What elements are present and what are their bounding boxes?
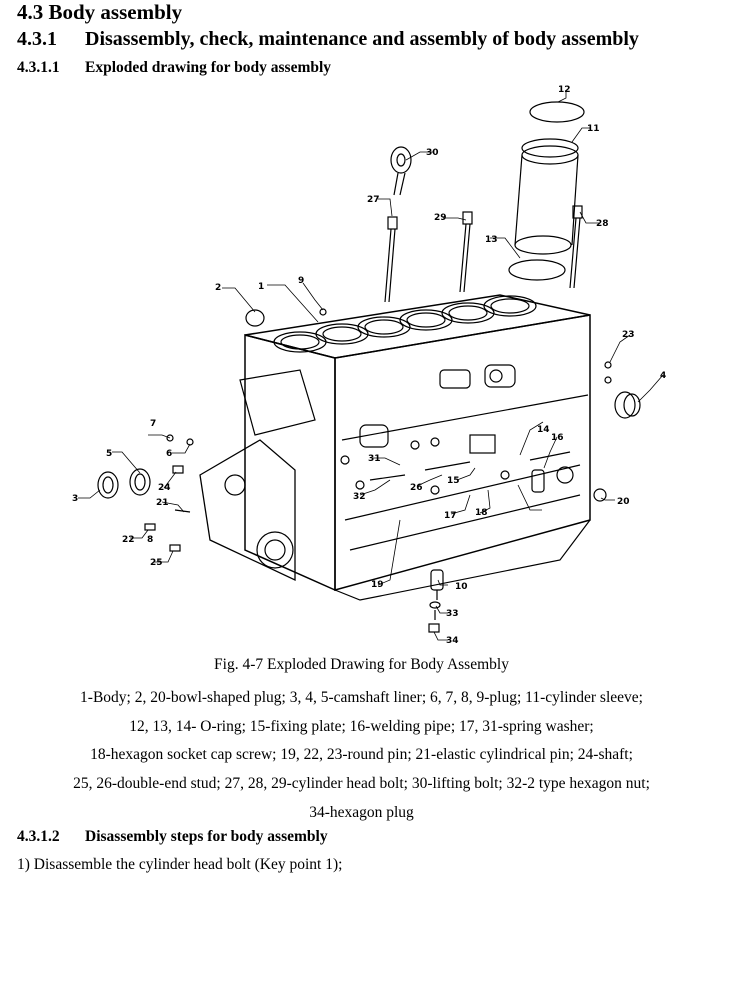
welding-pipe [531, 469, 545, 493]
callout-7: 7 [150, 419, 156, 429]
callout-3: 3 [72, 494, 78, 504]
legend-line: 1-Body; 2, 20-bowl-shaped plug; 3, 4, 5-… [80, 689, 643, 706]
cylinder-sleeve [514, 138, 579, 255]
callout-21: 21 [156, 498, 169, 508]
callout-15: 15 [447, 476, 460, 486]
exploded-drawing-figure: 1 2 3 4 5 6 7 8 9 10 11 12 13 14 15 16 1… [60, 80, 680, 655]
legend-line: 25, 26-double-end stud; 27, 28, 29-cylin… [73, 775, 650, 793]
subsubsection-title: Disassembly steps for body assembly [85, 828, 328, 845]
callout-10: 10 [455, 582, 468, 592]
callout-18: 18 [475, 508, 488, 518]
callout-labels: 1 2 3 4 5 6 7 8 9 10 11 12 13 14 15 16 1… [72, 85, 666, 646]
callout-23: 23 [622, 330, 635, 340]
callout-26: 26 [410, 483, 423, 493]
bottom-plug-stack [428, 569, 444, 633]
step-item: 1) Disassemble the cylinder head bolt (K… [17, 856, 343, 873]
subsection-heading: 4.3.1 Disassembly, check, maintenance and… [17, 28, 639, 51]
callout-17: 17 [444, 511, 457, 521]
callout-24: 24 [158, 483, 171, 493]
callout-31: 31 [368, 454, 381, 464]
callout-8: 8 [147, 535, 153, 545]
subsection-title: Disassembly, check, maintenance and asse… [85, 28, 639, 50]
o-ring-12 [529, 101, 585, 123]
plug-9 [319, 308, 327, 316]
callout-1: 1 [258, 282, 264, 292]
callout-20: 20 [617, 497, 630, 507]
subsubsection-heading-steps: 4.3.1.2 Disassembly steps for body assemb… [17, 828, 328, 846]
bowl-plug-20 [593, 488, 607, 502]
callout-13: 13 [485, 235, 498, 245]
callout-4: 4 [660, 371, 666, 381]
callout-25: 25 [150, 558, 163, 568]
callout-2: 2 [215, 283, 221, 293]
section-heading: 4.3 Body assembly [17, 0, 183, 24]
legend-line: 12, 13, 14- O-ring; 15-fixing plate; 16-… [129, 717, 594, 735]
callout-9: 9 [298, 276, 304, 286]
legend-line: 34-hexagon plug [309, 803, 414, 821]
exploded-drawing: 1 2 3 4 5 6 7 8 9 10 11 12 13 14 15 16 1… [72, 85, 666, 646]
subsection-number: 4.3.1 [17, 28, 57, 50]
callout-29: 29 [434, 213, 447, 223]
leader-lines [78, 90, 664, 641]
bowl-plug-2 [245, 309, 265, 327]
callout-22: 22 [122, 535, 135, 545]
legend-line: 18-hexagon socket cap screw; 19, 22, 23-… [90, 746, 633, 764]
subsubsection-title: Exploded drawing for body assembly [85, 59, 332, 76]
cylinder-head-bolts [384, 205, 583, 303]
callout-33: 33 [446, 609, 459, 619]
subsubsection-number: 4.3.1.2 [17, 828, 60, 845]
figure-caption: Fig. 4-7 Exploded Drawing for Body Assem… [214, 656, 509, 673]
subsubsection-heading-exploded: 4.3.1.1 Exploded drawing for body assembl… [17, 59, 331, 77]
lifting-bolt [390, 146, 412, 196]
callout-34: 34 [446, 636, 459, 646]
engine-block [199, 294, 591, 601]
callout-12: 12 [558, 85, 571, 95]
callout-6: 6 [166, 449, 172, 459]
plugs-and-pins [144, 361, 612, 552]
callout-30: 30 [426, 148, 439, 158]
callout-32: 32 [353, 492, 366, 502]
callout-19: 19 [371, 580, 384, 590]
callout-14: 14 [537, 425, 550, 435]
camshaft-liners [97, 391, 641, 499]
callout-27: 27 [367, 195, 380, 205]
callout-16: 16 [551, 433, 564, 443]
callout-11: 11 [587, 124, 600, 134]
subsubsection-number: 4.3.1.1 [17, 59, 60, 76]
o-ring-13 [508, 259, 566, 281]
callout-5: 5 [106, 449, 112, 459]
callout-28: 28 [596, 219, 609, 229]
figure-legend: 1-Body; 2, 20-bowl-shaped plug; 3, 4, 5-… [0, 684, 723, 828]
